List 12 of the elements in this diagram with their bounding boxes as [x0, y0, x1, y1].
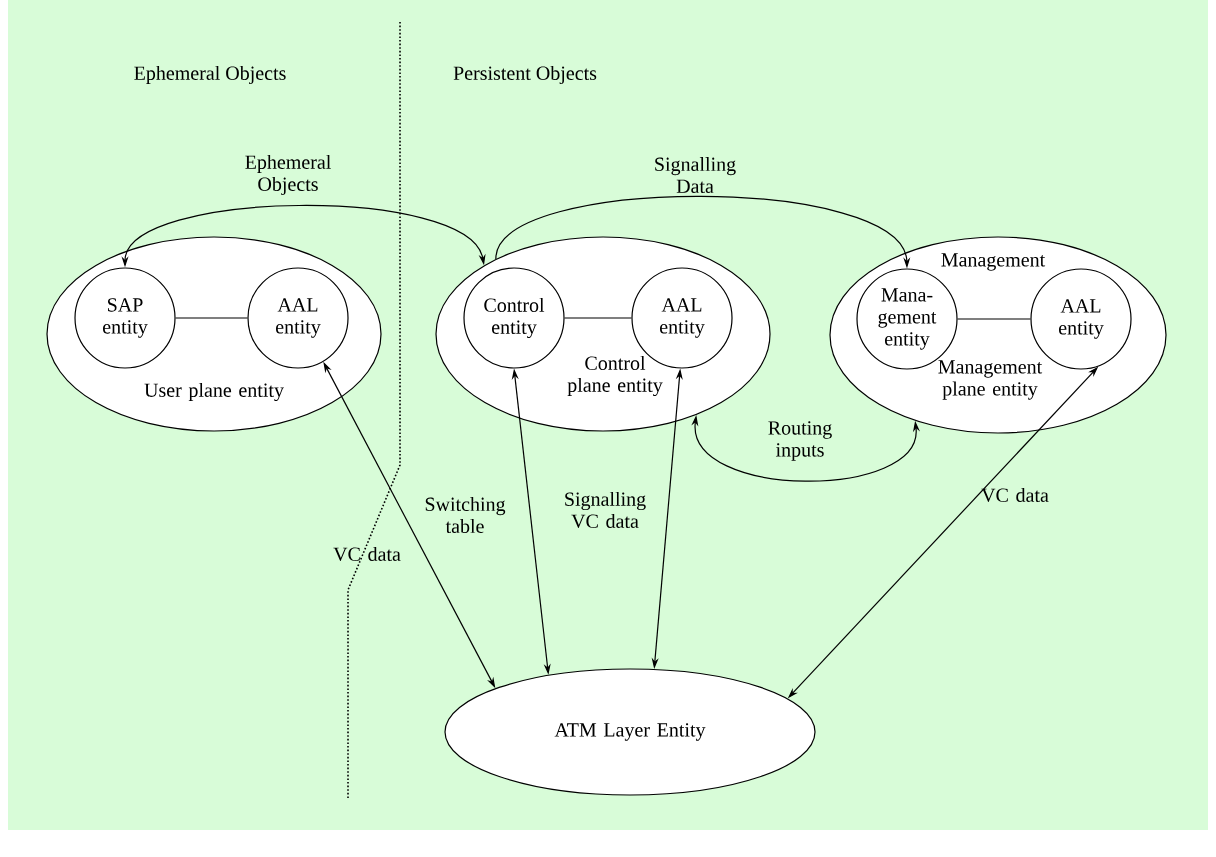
- edge-label: VC data: [981, 487, 1049, 503]
- edge-label: Routing inputs: [768, 421, 832, 461]
- section-heading: Ephemeral Objects: [134, 65, 286, 85]
- connector-line: [175, 317, 248, 319]
- edge-label: Switching table: [425, 496, 506, 533]
- edge-label: VC data: [333, 546, 401, 562]
- edge-label: Signalling VC data: [565, 491, 646, 529]
- edge-label: Ephemeral Objects: [245, 154, 331, 196]
- section-heading: Persistent Objects: [453, 65, 597, 85]
- connector-line: [957, 318, 1031, 320]
- connector-line: [564, 317, 632, 319]
- edge-label: Signalling Data: [655, 156, 736, 193]
